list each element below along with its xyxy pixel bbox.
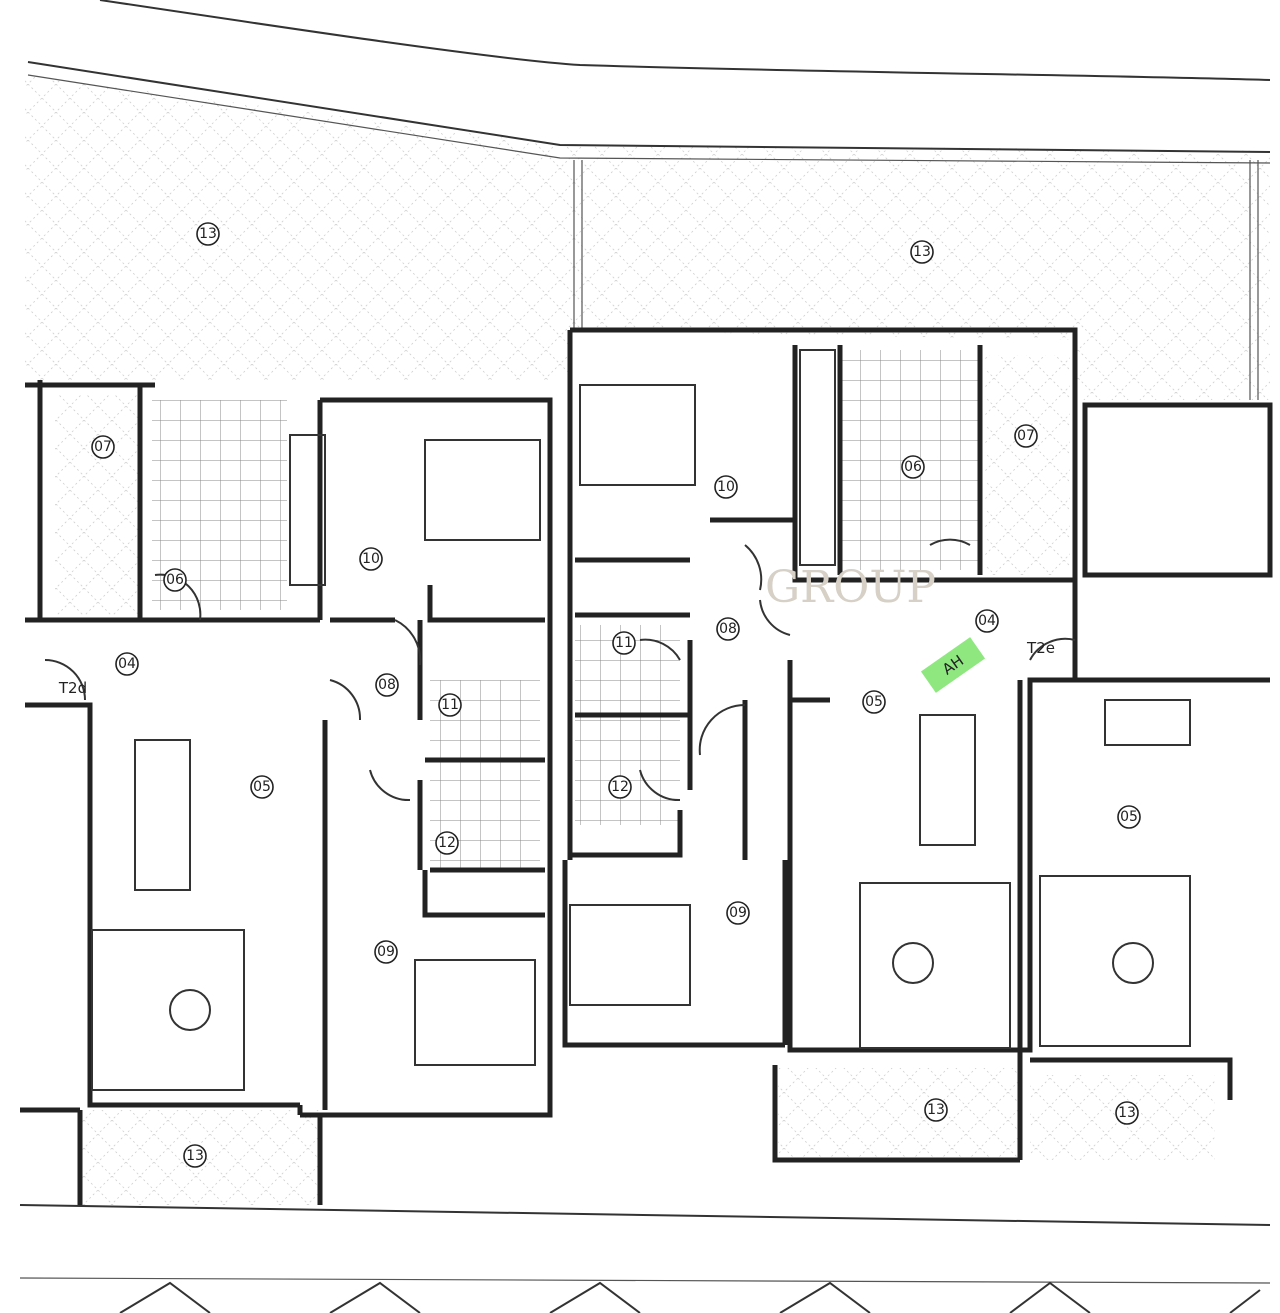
svg-text:12: 12 (611, 779, 629, 795)
room-label: 04 (115, 652, 139, 676)
room-label: 07 (91, 435, 115, 459)
sofa-area (1039, 875, 1191, 1047)
room-labels: 13 13 13 13 13 07 06 10 04 08 11 05 12 0… (91, 222, 1141, 1168)
room-label: 13 (1115, 1101, 1139, 1125)
watermark: GROUP (765, 562, 936, 613)
room-label: 06 (901, 455, 925, 479)
bed (579, 384, 696, 486)
room-label: 11 (612, 631, 636, 655)
svg-text:07: 07 (1017, 428, 1035, 444)
room-label: 09 (374, 940, 398, 964)
doors (44, 538, 1076, 802)
kitchen-counter (289, 434, 326, 586)
svg-text:05: 05 (1120, 809, 1138, 825)
svg-text:10: 10 (717, 479, 735, 495)
svg-text:05: 05 (865, 694, 883, 710)
room-label: 11 (438, 693, 462, 717)
room-label: 08 (716, 617, 740, 641)
walls (20, 327, 1273, 1205)
room-label: 13 (183, 1144, 207, 1168)
svg-text:08: 08 (719, 621, 737, 637)
hatched-terraces (25, 75, 1270, 1205)
room-label: 10 (714, 475, 738, 499)
sofa-area (859, 882, 1011, 1049)
room-label: 05 (1117, 805, 1141, 829)
svg-text:04: 04 (978, 613, 996, 629)
svg-text:09: 09 (377, 944, 395, 960)
svg-text:13: 13 (1118, 1105, 1136, 1121)
svg-text:07: 07 (94, 439, 112, 455)
bed (414, 959, 536, 1066)
furniture (91, 349, 1191, 1091)
room-label: 08 (375, 673, 399, 697)
tiled-floors (152, 350, 978, 870)
room-label: 13 (910, 240, 934, 264)
svg-text:13: 13 (199, 226, 217, 242)
room-label: 09 (726, 901, 750, 925)
marker-ah: AH (920, 637, 986, 693)
svg-text:09: 09 (729, 905, 747, 921)
svg-text:13: 13 (186, 1148, 204, 1164)
svg-text:11: 11 (615, 635, 633, 651)
room-label: 04 (975, 609, 999, 633)
svg-text:13: 13 (927, 1102, 945, 1118)
svg-text:08: 08 (378, 677, 396, 693)
bed (569, 904, 691, 1006)
svg-text:11: 11 (441, 697, 459, 713)
sofa-area (91, 929, 245, 1091)
svg-text:06: 06 (166, 572, 184, 588)
svg-text:12: 12 (438, 835, 456, 851)
svg-text:06: 06 (904, 459, 922, 475)
svg-text:10: 10 (362, 551, 380, 567)
room-label: 05 (250, 775, 274, 799)
room-label: 13 (196, 222, 220, 246)
room-label: 07 (1014, 424, 1038, 448)
room-label: 12 (435, 831, 459, 855)
room-label: 13 (924, 1098, 948, 1122)
room-label: 12 (608, 775, 632, 799)
dining-table (134, 739, 191, 891)
bed (424, 439, 541, 541)
site-boundary (19, 0, 1271, 1313)
dining-table (919, 714, 976, 846)
kitchen-counter (799, 349, 836, 566)
dining-table (1104, 699, 1191, 746)
room-label: 10 (359, 547, 383, 571)
svg-text:13: 13 (913, 244, 931, 260)
unit-label-t2d: T2d (58, 679, 87, 697)
svg-text:04: 04 (118, 656, 136, 672)
room-label: 06 (163, 568, 187, 592)
room-label: 05 (862, 690, 886, 714)
svg-text:05: 05 (253, 779, 271, 795)
unit-label-t2e: T2e (1026, 639, 1055, 657)
